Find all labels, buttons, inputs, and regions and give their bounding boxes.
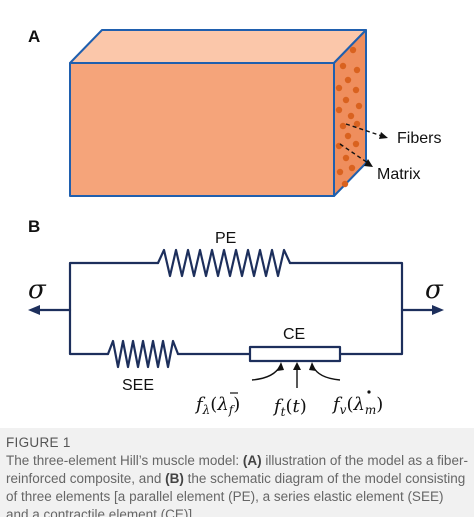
matrix-label: Matrix [377,166,421,183]
sigma-right: σ [425,275,444,305]
pe-spring [156,248,292,278]
left-arrowhead [28,305,40,315]
fibers-pointer [345,123,388,139]
fiber-dot [342,96,350,104]
fiber-dot [347,112,355,120]
fiber-dot [342,154,350,162]
see-branch-wire [68,308,110,356]
fibers-label: Fibers [397,130,441,147]
panel-b-label: B [28,217,40,236]
fiber-dot [335,84,343,92]
caption-text: The three-element Hill’s muscle model: (… [6,453,468,517]
right-arrowhead [432,305,444,315]
fiber-dot [353,66,361,74]
hill-muscle-figure: A Fibers Matrix B σ σ PE CE SEE [28,27,444,419]
figure-caption: FIGURE 1 The three-element Hill’s muscle… [0,428,474,517]
f-v-label: fv(λm) [331,394,383,417]
lambda-dot [367,390,371,394]
box-front-face [69,62,335,197]
composite-box [69,29,367,197]
sigma-left: σ [28,275,47,305]
fiber-dots [335,46,363,188]
ce-element [248,345,342,363]
fiber-dot [355,102,363,110]
pe-branch-wire [68,261,160,312]
fiber-dot [335,142,343,150]
figure-label: FIGURE 1 [6,435,71,450]
fiber-dot [336,168,344,176]
fiber-dot [349,46,357,54]
fiber-dot [339,62,347,70]
fiber-dot [344,76,352,84]
fiber-dot [348,164,356,172]
fiber-dot [353,120,361,128]
fiber-dot [335,106,343,114]
pe-label: PE [215,230,236,247]
fiber-dot [344,132,352,140]
ce-label: CE [283,326,305,343]
f-lambda-label: fλ(λf) [194,394,240,417]
fiber-dot [339,122,347,130]
f-t-label: ft(t) [272,396,307,419]
fiber-dot [352,86,360,94]
box-top-face [69,29,367,64]
f-v-arrow [312,365,341,381]
fiber-dot [352,140,360,148]
see-label: SEE [122,377,154,394]
hill-circuit [36,248,436,369]
f-lambda-arrow [251,365,281,381]
see-spring [106,339,180,369]
panel-a-label: A [28,27,40,46]
matrix-pointer [339,143,373,167]
fiber-dot [341,180,349,188]
